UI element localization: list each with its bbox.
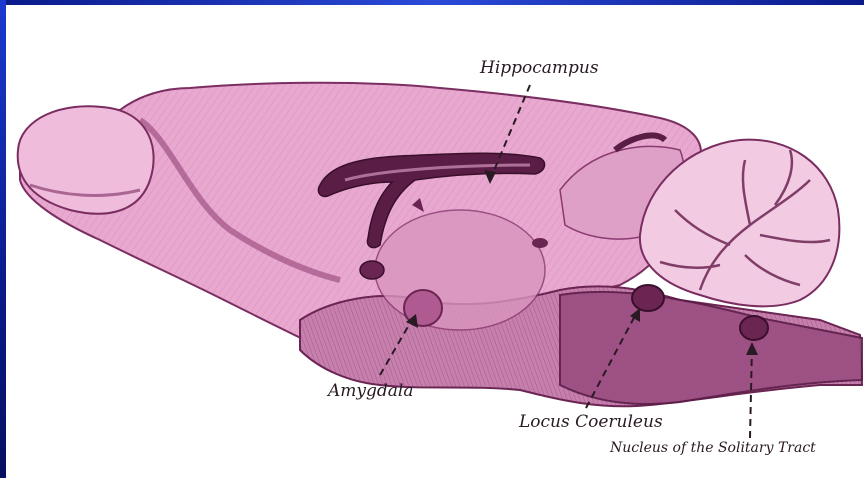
nucleus-solitary-tract-label: Nucleus of the Solitary Tract bbox=[610, 440, 816, 456]
locus-coeruleus-label: Locus Coeruleus bbox=[519, 412, 663, 432]
amygdala-label: Amygdala bbox=[328, 381, 413, 401]
brainstem bbox=[560, 292, 862, 404]
locus-coeruleus-structure bbox=[632, 285, 664, 311]
thalamus-region bbox=[375, 210, 545, 330]
nucleus-solitary-tract-structure bbox=[740, 316, 768, 340]
hippocampus-label: Hippocampus bbox=[480, 58, 599, 78]
